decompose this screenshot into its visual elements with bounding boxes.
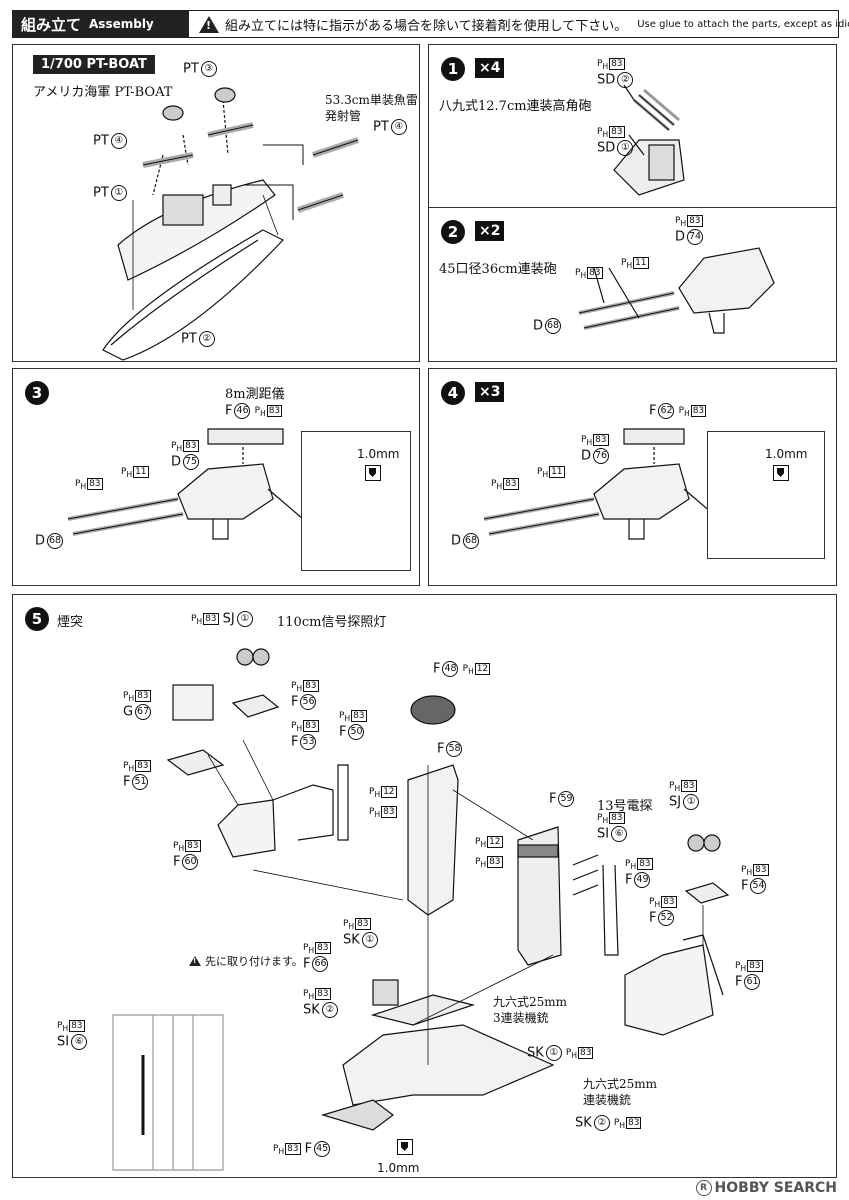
step-4-inset — [707, 431, 825, 559]
mg1-label-2: 連装機銃 — [583, 1093, 632, 1107]
drill-icon — [365, 465, 381, 481]
torpedo-label-1: 53.3cm単装魚雷 — [325, 93, 418, 107]
step-5-drawing — [112, 648, 730, 1171]
step-4-drill-size: 1.0mm — [765, 447, 808, 461]
pt-boat-badge: 1/700 PT-BOAT — [33, 55, 155, 74]
drill-icon — [773, 465, 789, 481]
step-3-number: 3 — [25, 381, 49, 405]
warning-en: Use glue to attach the parts, except as … — [637, 18, 849, 30]
pre-attach-note: 先に取り付けます。 — [189, 953, 303, 969]
pt-boat-drawing — [102, 87, 359, 361]
radar-label: 13号電探 — [597, 799, 653, 814]
title-jp: 組み立て — [21, 15, 82, 34]
step-4-multiplier: ×3 — [475, 382, 505, 402]
step-5-drill-size: 1.0mm — [377, 1161, 420, 1175]
assembly-header: 組み立て Assembly 組み立てには特に指示がある場合を除いて接着剤を使用し… — [12, 10, 849, 38]
torpedo-label-2: 発射管 — [325, 109, 362, 123]
glue-warning: 組み立てには特に指示がある場合を除いて接着剤を使用して下さい。 Use glue… — [199, 12, 849, 36]
mg3-label-2: 3連装機銃 — [493, 1011, 549, 1025]
step-1-number: 1 — [441, 57, 465, 81]
step-2-number: 2 — [441, 220, 465, 244]
assembly-title: 組み立て Assembly — [13, 11, 189, 37]
step-5-panel: 5 煙突 110cm信号探照灯 13号電探 九六式25mm 3連装機銃 九六式2… — [12, 594, 837, 1178]
mg1-label-1: 九六式25mm — [583, 1077, 658, 1091]
step-1-drawing — [613, 84, 685, 196]
title-en: Assembly — [89, 17, 154, 31]
step-2-title: 45口径36cm連装砲 — [439, 262, 557, 277]
pt-boat-panel: 1/700 PT-BOAT アメリカ海軍 PT-BOAT 53.3cm単装魚雷 … — [12, 44, 420, 362]
step-3-drill-size: 1.0mm — [357, 447, 400, 461]
step-2-drawing — [578, 247, 775, 334]
warning-icon — [189, 956, 201, 966]
step-5-number: 5 — [25, 607, 49, 631]
warning-icon — [199, 15, 219, 33]
step-1-multiplier: ×4 — [475, 58, 505, 78]
searchlight-label: 110cm信号探照灯 — [277, 615, 387, 630]
step-5-title: 煙突 — [57, 615, 84, 630]
step-1-title: 八九式12.7cm連装高角砲 — [439, 99, 592, 114]
warning-jp: 組み立てには特に指示がある場合を除いて接着剤を使用して下さい。 — [225, 18, 628, 34]
step-3-title: 8m測距儀 — [225, 387, 285, 402]
pt-boat-subtitle: アメリカ海軍 PT-BOAT — [33, 85, 173, 100]
drill-icon — [397, 1139, 413, 1155]
step-2-multiplier: ×2 — [475, 221, 505, 241]
step-4-number: 4 — [441, 381, 465, 405]
step-3-inset — [301, 431, 411, 571]
mg3-label-1: 九六式25mm — [493, 995, 568, 1009]
